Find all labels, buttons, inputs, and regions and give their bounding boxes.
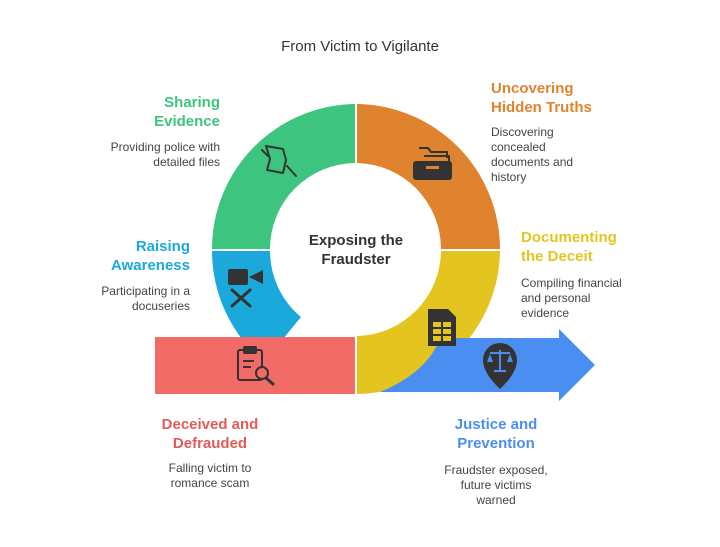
clipboard-search-icon [237,346,275,386]
documenting-deceit-heading: Documenting the Deceit [521,229,617,265]
diagram-title: From Victim to Vigilante [281,38,439,55]
uncovering-truths-description: Discovering concealed documents and hist… [491,125,574,184]
scales-icon [483,343,517,389]
center-label: Exposing the Fraudster [308,232,404,268]
raising-awareness-description: Participating in a docuseries [101,284,190,313]
sharing-evidence-heading: Sharing Evidence [154,94,220,130]
justice-prevention-description: Fraudster exposed, future victims warned [444,463,548,507]
documenting-deceit-description: Compiling financial and personal evidenc… [521,276,622,320]
folder-open-icon [413,147,452,180]
ring-segment-sharing-evidence [212,104,355,249]
document-transfer-icon [261,145,297,177]
justice-prevention-heading: Justice and Prevention [454,416,538,452]
raising-awareness-heading: Raising Awareness [111,238,190,274]
deceived-defrauded-heading: Deceived and Defrauded [161,416,259,452]
bar-deceived-defrauded [155,337,355,394]
video-off-icon [228,269,263,308]
sharing-evidence-description: Providing police with detailed files [110,140,220,169]
deceived-defrauded-description: Falling victim to romance scam [168,461,252,490]
uncovering-truths-heading: Uncovering Hidden Truths [491,80,592,116]
spreadsheet-icon [428,309,456,346]
